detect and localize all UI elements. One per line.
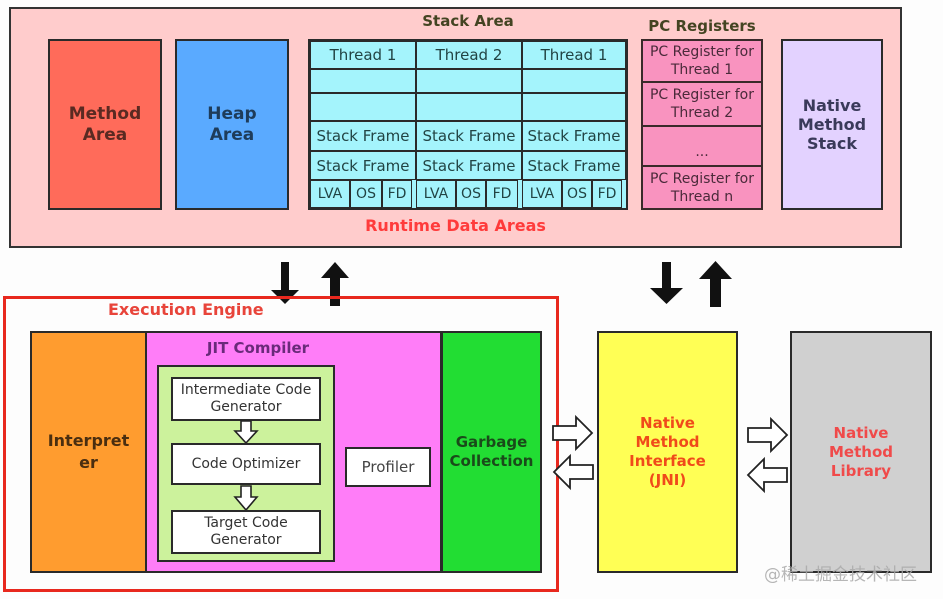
- stack-slot: [416, 69, 522, 93]
- jni-label-1: Native: [640, 414, 695, 432]
- right-hollow-arrow-icon: [552, 414, 594, 452]
- stack-frame[interactable]: Stack Frame: [310, 121, 416, 151]
- stage-label: Code Optimizer: [191, 455, 301, 472]
- execution-engine: [3, 296, 559, 592]
- heap-area[interactable]: Heap Area: [175, 39, 289, 210]
- method-area-label-2: Area: [82, 124, 128, 145]
- pc-register-thread: Thread n: [670, 188, 734, 205]
- thread-header[interactable]: Thread 1: [310, 41, 416, 69]
- up-arrow-icon: [699, 261, 732, 307]
- stack-frame-part-lva[interactable]: LVA: [522, 180, 562, 208]
- watermark: @稀土掘金技术社区: [764, 565, 917, 585]
- stack-slot: [522, 69, 626, 93]
- stack-area-title: Stack Area: [422, 12, 514, 30]
- stack-slot: [522, 93, 626, 121]
- nml-label-2: Method: [829, 442, 893, 461]
- native-method-interface[interactable]: Native Method Interface (JNI): [597, 331, 738, 573]
- ellipsis-text: ...: [695, 144, 709, 160]
- stage-label: Generator: [210, 532, 282, 548]
- stack-slot: [310, 93, 416, 121]
- interpreter[interactable]: Interpret er: [30, 331, 147, 573]
- native-method-stack-label-2: Method: [797, 115, 867, 134]
- pc-register-thread: Thread 1: [670, 62, 734, 78]
- stack-frame[interactable]: Stack Frame: [310, 151, 416, 180]
- stack-frame-part-lva[interactable]: LVA: [310, 180, 350, 208]
- stack-slot: [416, 93, 522, 121]
- pc-register-label: PC Register for: [649, 87, 754, 103]
- stack-frame-part-os[interactable]: OS: [456, 180, 486, 208]
- stack-frame-part-os[interactable]: OS: [562, 180, 592, 208]
- jni-label-2: Method: [635, 433, 700, 451]
- nml-label-1: Native: [833, 423, 889, 442]
- code-optimizer[interactable]: Code Optimizer: [171, 443, 321, 485]
- interpreter-label-1: Interpret: [47, 431, 130, 450]
- jni-label-3: Interface: [629, 452, 706, 470]
- down-arrow-icon: [650, 262, 683, 304]
- gc-label-2: Collection: [449, 452, 534, 470]
- profiler[interactable]: Profiler: [345, 447, 431, 487]
- down-hollow-arrow-icon: [233, 485, 259, 512]
- stack-frame[interactable]: Stack Frame: [522, 121, 626, 151]
- pc-register-label: PC Register for: [649, 170, 754, 187]
- stage-label: Generator: [210, 399, 282, 415]
- native-method-stack-label-3: Stack: [806, 134, 858, 153]
- gc-label-1: Garbage: [455, 433, 528, 451]
- pc-registers-title: PC Registers: [648, 17, 756, 35]
- stack-frame[interactable]: Stack Frame: [416, 121, 522, 151]
- method-area-label-1: Method: [68, 103, 142, 124]
- right-hollow-arrow-icon: [747, 416, 789, 454]
- pc-register-thread: Thread 2: [670, 105, 734, 121]
- stack-frame-part-fd[interactable]: FD: [382, 180, 412, 208]
- pc-register-label: PC Register for: [649, 44, 754, 60]
- stack-frame[interactable]: Stack Frame: [416, 151, 522, 180]
- native-method-library[interactable]: Native Method Library: [790, 331, 932, 573]
- stack-frame[interactable]: Stack Frame: [522, 151, 626, 180]
- pc-register-ellipsis: ...: [643, 127, 761, 167]
- heap-area-label-1: Heap: [207, 103, 257, 124]
- thread-header[interactable]: Thread 2: [416, 41, 522, 69]
- runtime-data-areas-label: Runtime Data Areas: [365, 216, 546, 235]
- down-hollow-arrow-icon: [233, 420, 259, 445]
- garbage-collection[interactable]: Garbage Collection: [441, 331, 542, 573]
- stack-frame-part-fd[interactable]: FD: [592, 180, 622, 208]
- execution-engine-label: Execution Engine: [108, 300, 264, 319]
- method-area[interactable]: Method Area: [48, 39, 162, 210]
- heap-area-label-2: Area: [209, 124, 255, 145]
- native-method-stack-label-1: Native: [802, 96, 862, 115]
- stack-frame-part-fd[interactable]: FD: [486, 180, 518, 208]
- stage-label: Intermediate Code: [180, 382, 312, 398]
- left-hollow-arrow-icon: [746, 456, 788, 494]
- jni-label-4: (JNI): [648, 471, 687, 489]
- up-arrow-icon: [321, 262, 349, 306]
- stack-frame-part-os[interactable]: OS: [350, 180, 382, 208]
- interpreter-label-2: er: [79, 453, 98, 472]
- stack-frame-part-lva[interactable]: LVA: [416, 180, 456, 208]
- jit-compiler-title: JIT Compiler: [206, 339, 310, 357]
- stack-slot: [310, 69, 416, 93]
- native-method-stack[interactable]: Native Method Stack: [781, 39, 883, 210]
- stage-label: Target Code: [204, 515, 288, 531]
- thread-header[interactable]: Thread 1: [522, 41, 626, 69]
- nml-label-3: Library: [830, 461, 892, 480]
- down-arrow-icon: [271, 262, 299, 304]
- left-hollow-arrow-icon: [552, 453, 594, 491]
